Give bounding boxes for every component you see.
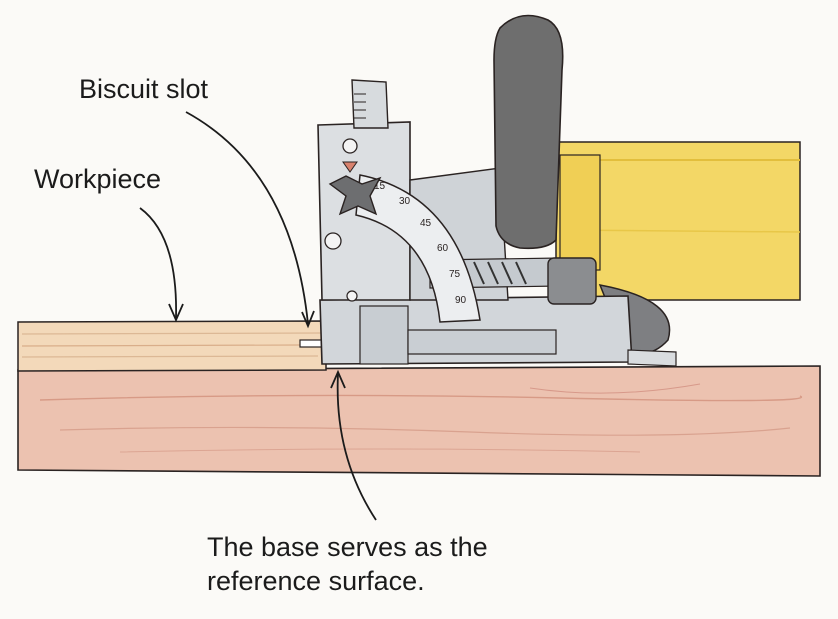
star-knob-icon [328,175,382,216]
base-leader [336,373,377,521]
height-post [351,79,389,129]
scale-tick: 15 [374,181,386,192]
base-reference-label: The base serves as the reference surface… [207,530,488,598]
screw-icon [346,290,358,302]
workpiece-label: Workpiece [34,164,162,194]
spring-nut [547,257,597,305]
workpiece-leader [139,207,177,319]
screw-icon [342,138,358,154]
handle [493,14,564,250]
angle-scale: 15 30 45 60 75 90 [355,174,481,323]
biscuit-slot-leader [185,111,309,325]
biscuit-slot-label: Biscuit slot [79,74,209,104]
scale-tick: 60 [437,243,449,254]
scale-tick: 30 [399,196,411,207]
base-label-line1: The base serves as the [207,532,488,562]
workpiece-board [17,320,327,372]
base-foot [627,349,677,367]
scale-tick: 45 [420,218,432,229]
scale-tick: 75 [449,269,461,280]
leader-lines [139,111,377,521]
base-label-line2: reference surface. [207,566,425,596]
screw-icon [324,232,342,250]
scale-tick: 90 [455,295,467,306]
base-board [17,365,821,477]
pointer-triangle-icon [342,161,358,173]
